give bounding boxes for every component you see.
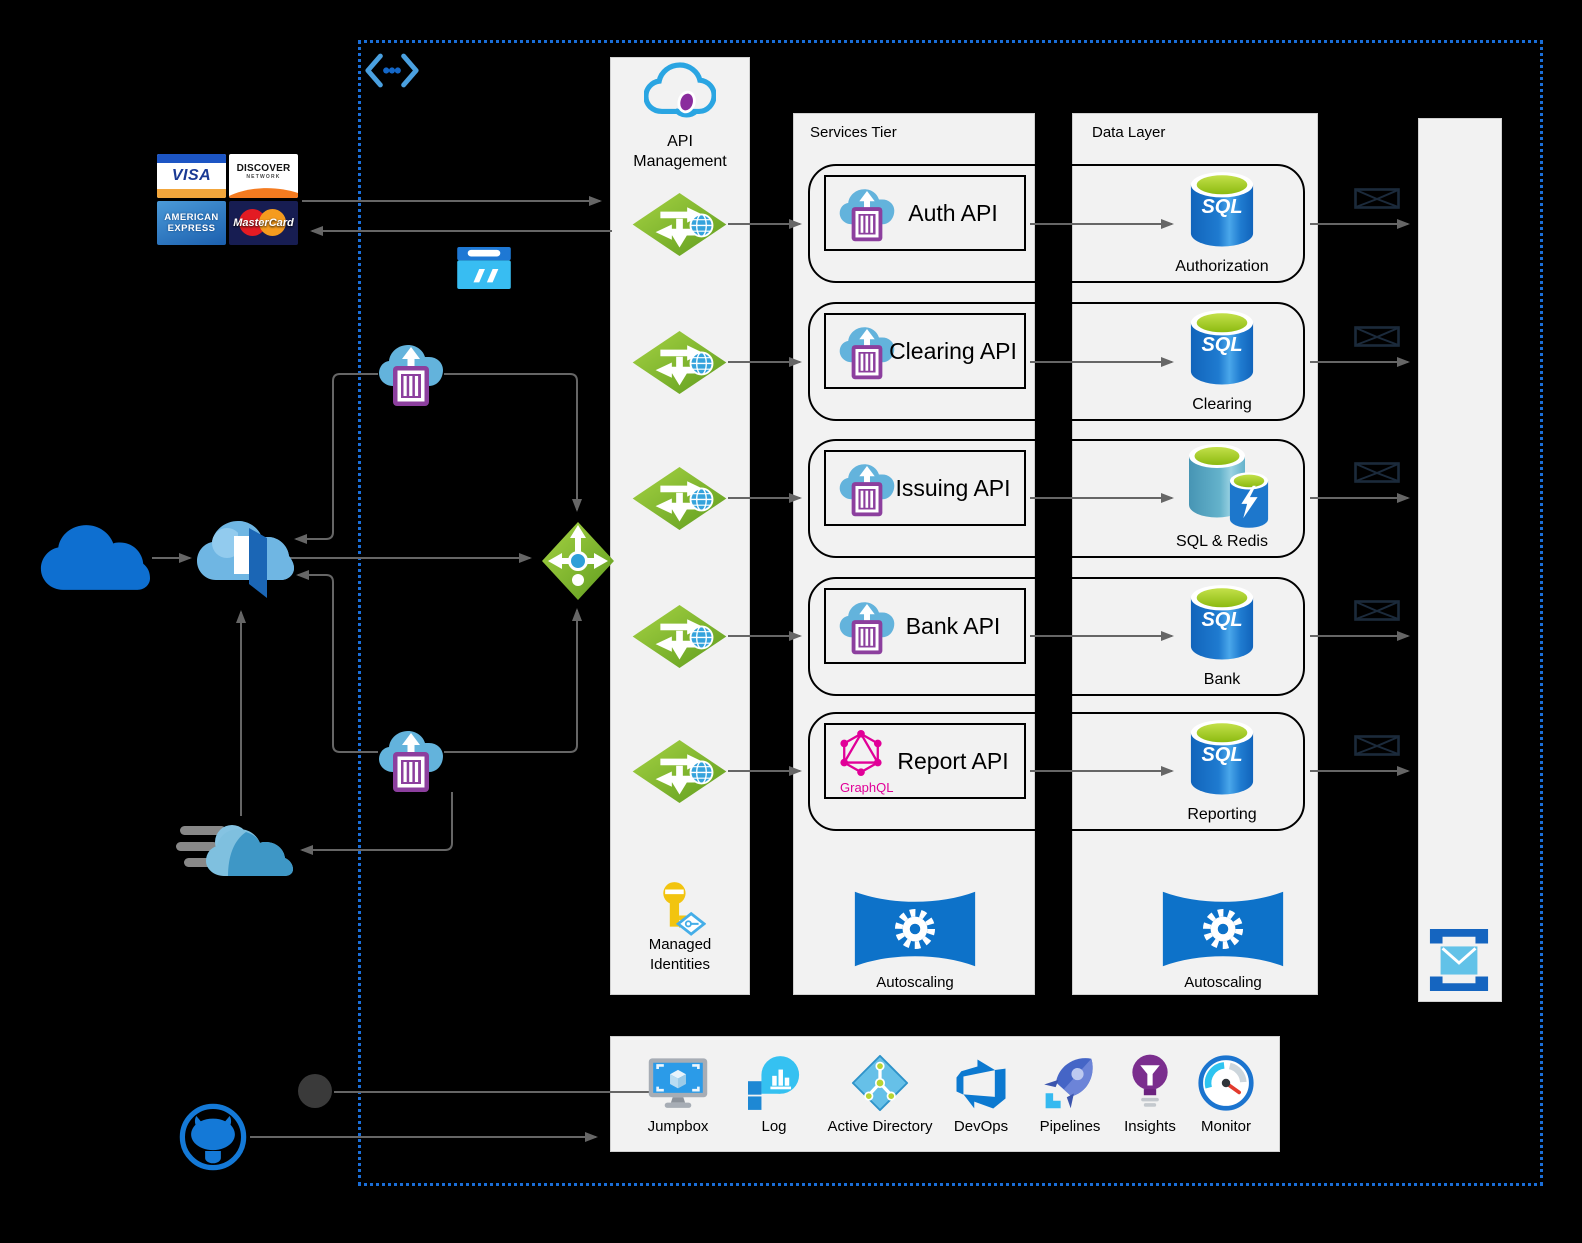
insights-label: Insights [1124, 1118, 1176, 1135]
auth-api-box: Auth API [824, 175, 1026, 251]
user-dot-icon [298, 1074, 332, 1108]
issuing-api-label: Issuing API [895, 474, 1011, 501]
github-icon [178, 1102, 248, 1172]
clearing-row-container [808, 302, 1305, 421]
clearing-api-box: Clearing API [824, 313, 1026, 389]
service-bus-panel [1418, 118, 1502, 1002]
auth-api-label: Auth API [908, 199, 998, 226]
visa-bottom-band [157, 189, 226, 198]
mastercard-orange-circle [259, 209, 286, 236]
message-envelope-icon [1354, 188, 1400, 209]
discover-label: DISCOVER [236, 163, 291, 174]
data-layer-title: Data Layer [1092, 124, 1166, 141]
devops-toolbar-panel [610, 1036, 1280, 1152]
autoscaling-label-services: Autoscaling [876, 974, 954, 991]
amex-card-logo: AMERICAN EXPRESS [157, 201, 226, 245]
graphql-icon [838, 730, 884, 776]
redis-cache-icon [1228, 472, 1270, 530]
toolbar-item-devops: DevOps [916, 1052, 1046, 1135]
internet-cloud-icon [38, 520, 150, 594]
pipelines-label: Pipelines [1039, 1118, 1101, 1135]
cloud-container-upload-icon-bottom [378, 726, 444, 794]
mastercard-label: MasterCard [233, 217, 294, 229]
reporting-store-label: Reporting [1187, 806, 1257, 823]
report-api-box: GraphQL Report API [824, 723, 1026, 799]
message-envelope-icon [1354, 462, 1400, 483]
sql-label: SQL [1201, 334, 1243, 356]
autoscaling-icon-services [852, 886, 978, 972]
toolbar-item-active-directory: Active Directory [815, 1052, 945, 1135]
sql-label: SQL [1201, 196, 1243, 218]
monitor-icon [1197, 1054, 1255, 1112]
authorization-store-label: Authorization [1175, 258, 1269, 275]
autoscaling-label-data: Autoscaling [1184, 974, 1262, 991]
api-management-title-line1: API [667, 133, 693, 150]
toolbar-item-jumpbox: Jumpbox [613, 1052, 743, 1135]
discover-swoosh [229, 188, 298, 198]
clearing-store-label: Clearing [1192, 396, 1252, 413]
visa-label: VISA [171, 167, 212, 184]
toolbar-item-log: Log [709, 1052, 839, 1135]
report-row-container [808, 712, 1305, 831]
amex-line1: AMERICAN [164, 212, 219, 223]
discover-card-logo: DISCOVER NETWORK [229, 154, 298, 198]
toolbar-item-monitor: Monitor [1161, 1052, 1291, 1135]
sql-label: SQL [1201, 609, 1243, 631]
auth-row-container [808, 164, 1305, 283]
api-management-cloud-icon [644, 62, 716, 123]
visa-top-band [157, 154, 226, 163]
discover-network-label: NETWORK [246, 174, 281, 180]
managed-identities-line1: Managed [648, 936, 712, 953]
message-envelope-icon [1354, 600, 1400, 621]
bank-store-label: Bank [1203, 671, 1241, 688]
managed-identities-line2: Identities [649, 956, 711, 973]
service-bus-mail-icon [1428, 928, 1490, 992]
credit-card-networks: VISA DISCOVER NETWORK AMERICAN EXPRESS M… [157, 154, 298, 245]
issuing-api-box: Issuing API [824, 450, 1026, 526]
api-gateway-icon-report [631, 739, 728, 804]
managed-identities-key-icon [654, 880, 706, 938]
amex-line2: EXPRESS [167, 223, 216, 234]
active-directory-label: Active Directory [827, 1118, 933, 1135]
api-gateway-icon-auth [631, 192, 728, 257]
devops-label: DevOps [953, 1118, 1009, 1135]
bank-row-container [808, 577, 1305, 696]
bank-api-label: Bank API [905, 612, 1001, 639]
toolbar-item-pipelines: Pipelines [1005, 1052, 1135, 1135]
load-balancer-icon [540, 520, 616, 602]
report-api-label: Report API [897, 747, 1009, 774]
api-gateway-icon-bank [631, 604, 728, 669]
cloud-container-upload-icon-top [378, 340, 444, 408]
amex-label: AMERICAN EXPRESS [157, 201, 226, 245]
jumpbox-label: Jumpbox [647, 1118, 709, 1135]
log-label: Log [761, 1118, 787, 1135]
message-envelope-icon [1354, 326, 1400, 347]
active-directory-icon [851, 1054, 909, 1112]
visa-card-logo: VISA [157, 154, 226, 198]
cdn-fast-cloud-icon [176, 816, 304, 880]
message-envelope-icon [1354, 735, 1400, 756]
jumpbox-icon [647, 1056, 709, 1112]
sql-label: SQL [1201, 744, 1243, 766]
toolbar-item-insights: Insights [1085, 1052, 1215, 1135]
clearing-api-label: Clearing API [889, 337, 1017, 364]
services-tier-title: Services Tier [810, 124, 897, 141]
monitor-label: Monitor [1200, 1118, 1252, 1135]
api-gateway-icon-clearing [631, 330, 728, 395]
graphql-label: GraphQL [840, 780, 894, 795]
log-icon [748, 1054, 800, 1112]
bank-api-box: Bank API [824, 588, 1026, 664]
autoscaling-icon-data [1160, 886, 1286, 972]
mastercard-card-logo: MasterCard [229, 201, 298, 245]
issuing-row-container [808, 439, 1305, 558]
toolbox-icon [456, 246, 512, 290]
api-management-title-line2: Management [633, 153, 727, 170]
sql-redis-store-label: SQL & Redis [1176, 533, 1268, 550]
devops-icon [953, 1056, 1009, 1112]
api-gateway-icon-issuing [631, 466, 728, 531]
front-door-cloud-icon [194, 510, 294, 606]
code-brackets-icon [364, 52, 420, 89]
